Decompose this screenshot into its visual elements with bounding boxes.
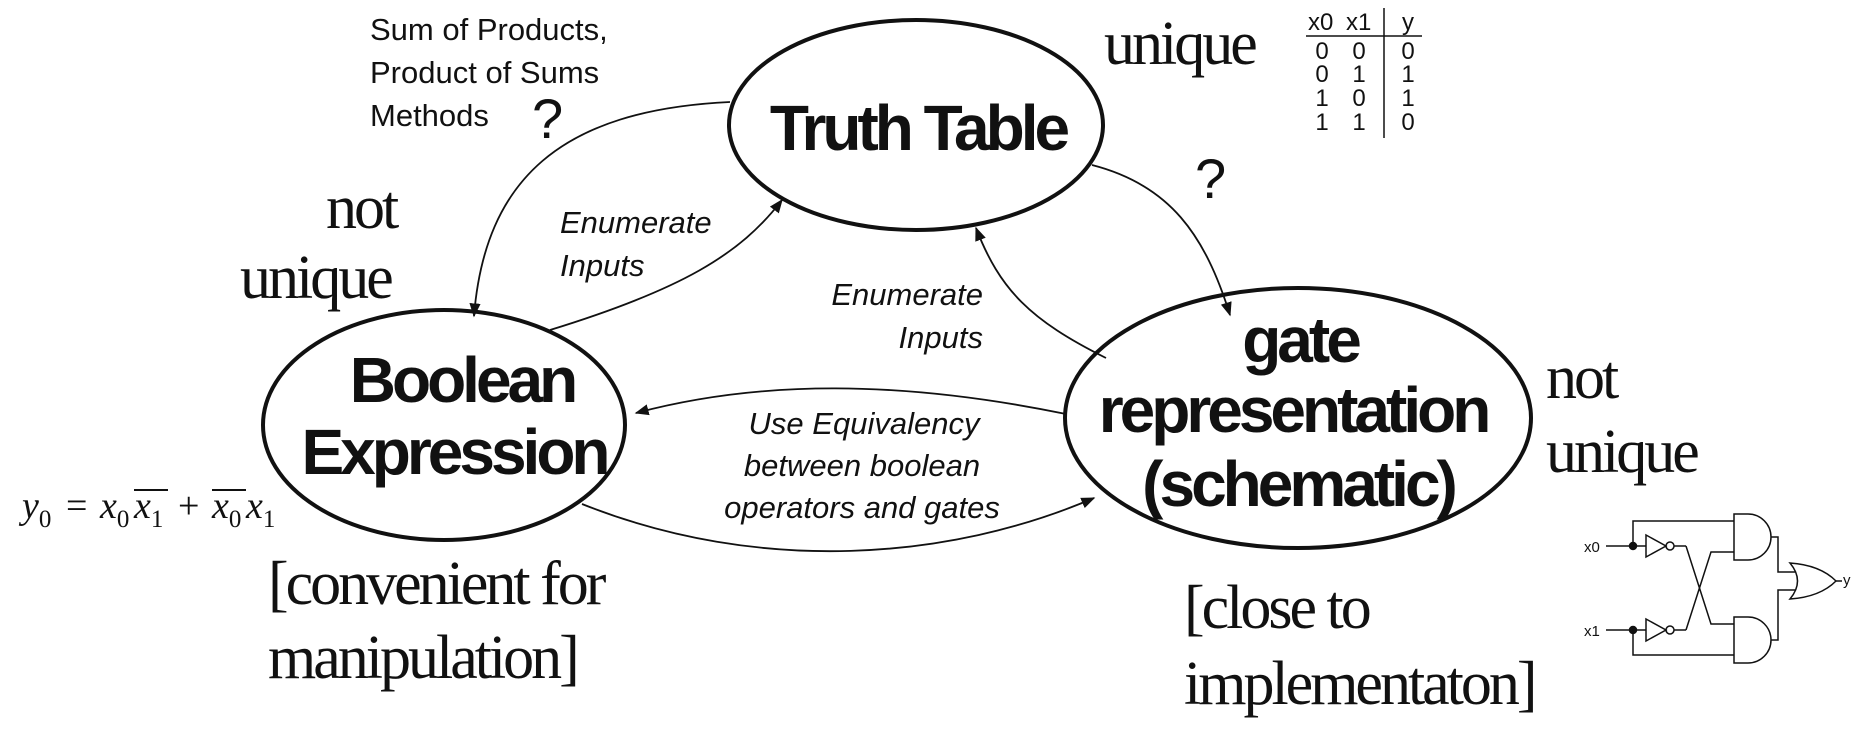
or-gate [1788,562,1838,600]
inverter-x1 [1645,617,1668,643]
arrow-gate-to-truth [975,226,1107,359]
gate-title-line1: gate [1242,304,1360,376]
and-gate-top [1733,513,1772,561]
boolean-expression-node [261,308,627,542]
boolean-title-line2: Expression [301,416,607,488]
gate-title-line2: representation [1099,374,1488,446]
svg-text:0: 0 [1315,38,1328,65]
enumerate-right-line2: Inputs [899,320,983,355]
and-gate-bottom [1733,616,1772,664]
svg-text:0: 0 [1352,38,1365,65]
svg-text:1: 1 [1352,109,1365,136]
enumerate-left-line1: Enumerate [560,205,712,240]
eq-term1-x1-bar: x [133,485,151,527]
enumerate-left-line2: Inputs [560,248,644,283]
svg-text:0: 0 [1401,109,1414,136]
eq-term2-x1: x [245,485,263,527]
truth-table-title: Truth Table [770,92,1069,164]
gate-title-line3: (schematic) [1142,448,1455,520]
question-mark-right: ? [1195,147,1226,210]
question-mark-left: ? [532,87,563,150]
svg-text:1: 1 [1401,61,1414,88]
svg-text:1: 1 [1352,61,1365,88]
close-to-line2: implementaton] [1184,650,1535,718]
sop-label-line2: Product of Sums [370,55,599,90]
eq-plus: + [178,485,199,527]
xor-gate-schematic: x0 x1 y [1584,513,1851,664]
not-unique-left-line2: unique [240,244,392,312]
eq-term2-x0-bar: x [211,485,229,527]
svg-text:x1: x1 [133,485,163,533]
sop-label-line1: Sum of Products, [370,12,608,47]
unique-annotation: unique [1104,10,1256,78]
eq-equals: = [66,485,87,527]
arrow-truth-to-boolean [469,101,731,318]
tt-header-x0: x0 [1308,9,1333,36]
equivalency-line3: operators and gates [724,490,1000,525]
svg-text:x0: x0 [99,485,129,533]
arrow-boolean-to-truth [549,198,783,331]
not-unique-right-line2: unique [1546,418,1698,486]
svg-text:x1: x1 [245,485,275,533]
not-unique-right-line1: not [1546,344,1619,412]
eq-term1-x0: x [99,485,117,527]
not-unique-left-line1: not [326,174,399,242]
equivalency-line2: between boolean [744,448,980,483]
enumerate-right-line1: Enumerate [831,277,983,312]
gate-representation-node [1063,286,1533,550]
svg-text:1: 1 [1401,85,1414,112]
boolean-title-line1: Boolean [350,344,575,416]
inverter-x0 [1645,533,1668,559]
truth-table-node [727,18,1105,232]
boolean-equation: y0 = x0 x1 + x0 x1 [18,485,275,533]
svg-text:0: 0 [1401,38,1414,65]
svg-text:1: 1 [1315,85,1328,112]
svg-text:0: 0 [1315,61,1328,88]
svg-text:1: 1 [1315,109,1328,136]
arrow-boolean-to-gate [581,497,1096,553]
tt-header-x1: x1 [1346,9,1371,36]
eq-y: y [18,485,39,527]
schematic-input-x1: x1 [1584,623,1600,640]
arrow-gate-to-boolean [634,387,1067,416]
convenient-line1: [convenient for [268,550,607,618]
tt-header-y: y [1402,9,1414,36]
equivalency-line1: Use Equivalency [749,406,982,441]
schematic-output-y: y [1843,572,1851,589]
close-to-line1: [close to [1184,574,1370,642]
svg-text:0: 0 [1352,85,1365,112]
arrow-truth-to-gate [1091,164,1232,317]
svg-text:x0: x0 [211,485,241,533]
schematic-input-x0: x0 [1584,539,1600,556]
xor-truth-table: x0 x1 y 0 0 0 0 1 1 1 0 1 1 1 0 [1306,8,1422,138]
convenient-line2: manipulation] [268,624,577,692]
sop-label-line3: Methods [370,98,489,133]
eq-y-sub: 0 [39,506,52,533]
svg-text:y0: y0 [18,485,51,533]
